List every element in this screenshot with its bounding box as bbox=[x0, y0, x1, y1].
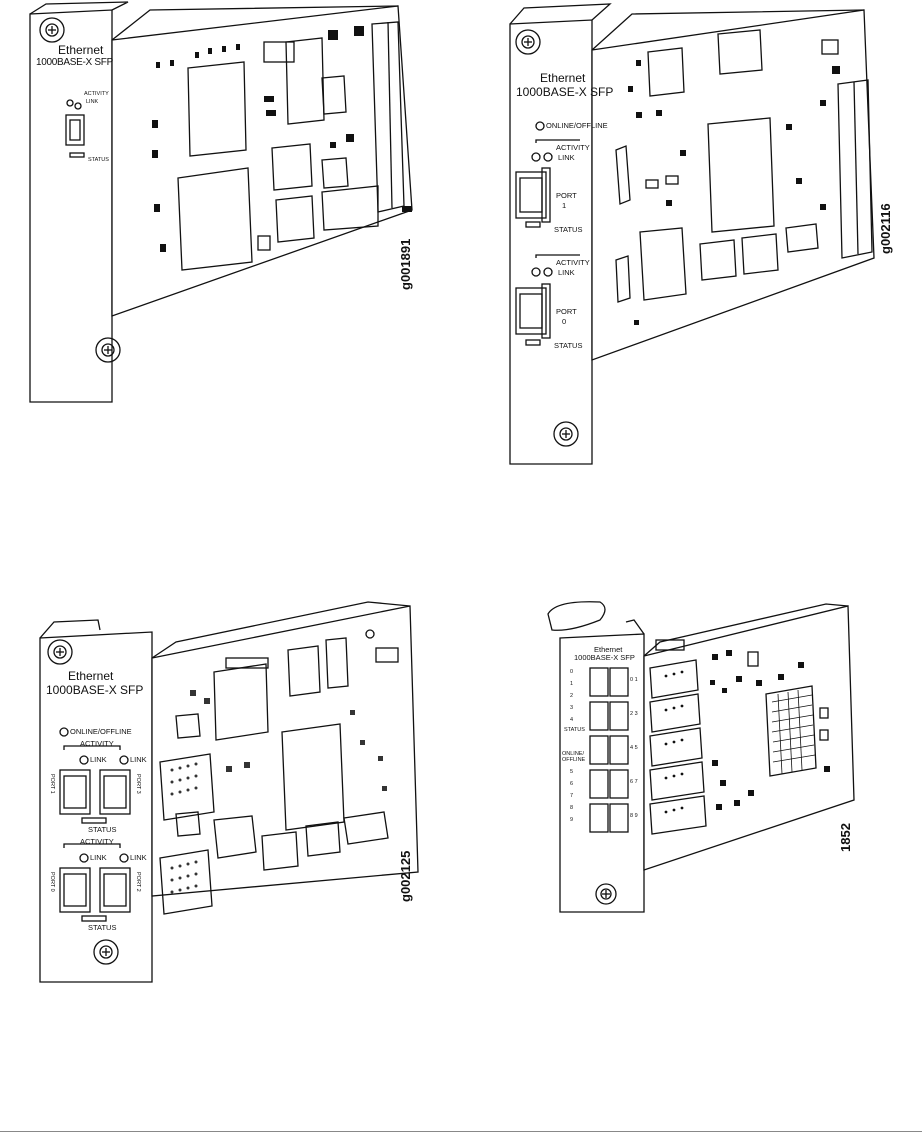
card1-status-label: STATUS bbox=[88, 157, 109, 163]
card4-port-num: 4 bbox=[570, 717, 574, 723]
card2-p0-link: LINK bbox=[558, 268, 575, 277]
card2-title-line1: Ethernet bbox=[540, 71, 586, 85]
card2-title-line2: 1000BASE-X SFP bbox=[516, 85, 614, 99]
card2-p0-num: 0 bbox=[562, 317, 567, 326]
footer-rule bbox=[0, 1131, 922, 1132]
figure-id-g002125: g002125 bbox=[398, 850, 413, 902]
figure-id-g002116: g002116 bbox=[878, 203, 893, 254]
card3-u-port-left: PORT 1 bbox=[49, 774, 55, 794]
card3-l-link-right: LINK bbox=[130, 853, 147, 862]
card4-port-num: 9 bbox=[570, 817, 574, 823]
pic-card-1 bbox=[29, 1, 413, 403]
card4-port-num: 7 bbox=[570, 793, 574, 799]
figure-id-1852: 1852 bbox=[838, 823, 853, 852]
card4-right-port-pair: 6 7 bbox=[630, 779, 638, 785]
card4-right-port-pair: 4 5 bbox=[630, 745, 638, 751]
card3-l-port-left: PORT 0 bbox=[49, 872, 55, 892]
card4-port-num: 8 bbox=[570, 805, 574, 811]
card1-title-line2: 1000BASE-X SFP bbox=[36, 57, 113, 68]
card2-p1-link: LINK bbox=[558, 153, 575, 162]
card3-l-link-left: LINK bbox=[90, 853, 107, 862]
card4-right-port-pair: 2 3 bbox=[630, 711, 638, 717]
card1-activity-label: ACTIVITY bbox=[84, 91, 109, 97]
card4-title-line1: Ethernet bbox=[594, 645, 623, 654]
card4-port-num: 2 bbox=[570, 693, 574, 699]
card4-right-port-pair: 8 9 bbox=[630, 813, 638, 819]
card1-title-line1: Ethernet bbox=[58, 43, 104, 57]
card2-p1-port: PORT bbox=[556, 191, 577, 200]
card2-p1-status: STATUS bbox=[554, 225, 583, 234]
figure-g002125: Ethernet 1000BASE-X SFP ONLINE/OFFLINE A… bbox=[0, 590, 460, 990]
card2-p0-activity: ACTIVITY bbox=[556, 258, 590, 267]
figure-g002116: Ethernet 1000BASE-X SFP ONLINE/OFFLINE A… bbox=[460, 0, 922, 480]
card3-l-status: STATUS bbox=[88, 923, 117, 932]
card4-port-num: 1 bbox=[570, 681, 574, 687]
card4-port-num: 0 bbox=[570, 669, 574, 675]
figure-g001891: Ethernet 1000BASE-X SFP ACTIVITY LINK ST… bbox=[0, 0, 460, 420]
pic-card-3 bbox=[39, 601, 419, 983]
card4-port-num: 3 bbox=[570, 705, 574, 711]
card2-p1-activity: ACTIVITY bbox=[556, 143, 590, 152]
figure-id-g001891: g001891 bbox=[398, 238, 413, 290]
card4-port-num: 5 bbox=[570, 769, 574, 775]
card3-l-port-right: PORT 2 bbox=[135, 872, 141, 892]
pic-card-4 bbox=[547, 601, 855, 913]
card3-l-activity: ACTIVITY bbox=[80, 837, 114, 846]
card4-online-offline-label: ONLINE/ OFFLINE bbox=[562, 751, 586, 763]
card3-title-line1: Ethernet bbox=[68, 669, 114, 683]
card3-u-status: STATUS bbox=[88, 825, 117, 834]
card4-status-label: STATUS bbox=[564, 727, 585, 733]
card4-port-num: 6 bbox=[570, 781, 574, 787]
card2-online-label: ONLINE/OFFLINE bbox=[546, 121, 608, 130]
card2-p1-num: 1 bbox=[562, 201, 567, 210]
card2-p0-port: PORT bbox=[556, 307, 577, 316]
card1-link-label: LINK bbox=[86, 99, 99, 105]
card3-online-label: ONLINE/OFFLINE bbox=[70, 727, 132, 736]
card3-u-port-right: PORT 3 bbox=[135, 774, 141, 794]
pic-card-2 bbox=[509, 3, 875, 465]
figure-1852: Ethernet 1000BASE-X SFP 0 1 2 3 4 STATUS… bbox=[460, 590, 922, 930]
card3-u-link-left: LINK bbox=[90, 755, 107, 764]
card4-title-line2: 1000BASE-X SFP bbox=[574, 653, 635, 662]
card3-title-line2: 1000BASE-X SFP bbox=[46, 683, 144, 697]
card2-p0-status: STATUS bbox=[554, 341, 583, 350]
card3-u-link-right: LINK bbox=[130, 755, 147, 764]
card4-right-port-pair: 0 1 bbox=[630, 677, 638, 683]
card3-u-activity: ACTIVITY bbox=[80, 739, 114, 748]
